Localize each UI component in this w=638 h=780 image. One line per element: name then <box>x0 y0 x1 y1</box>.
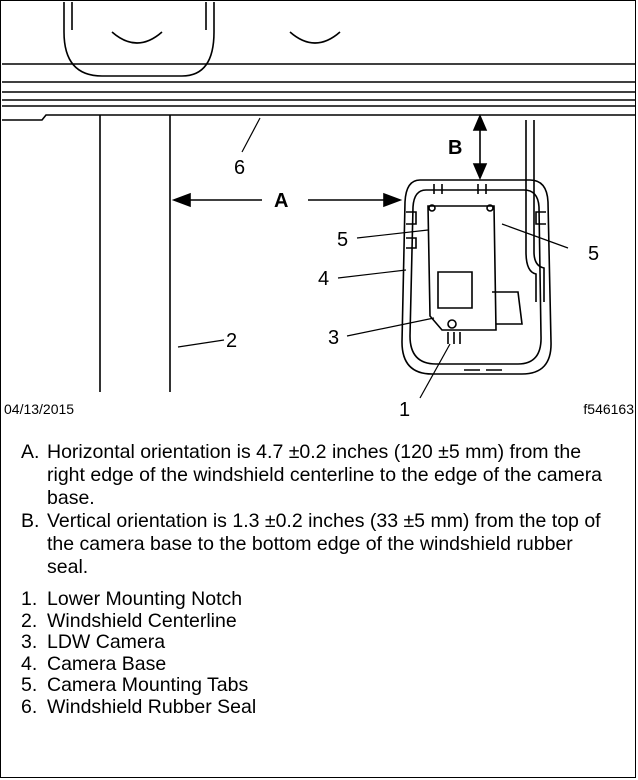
legend-key: A. <box>21 441 40 463</box>
figure-id: f546163 <box>583 401 634 417</box>
legend-key: 3. <box>21 631 38 653</box>
legend-text: LDW Camera <box>47 631 166 653</box>
legend-item-3: 3. LDW Camera <box>1 631 635 654</box>
legend-item-4: 4. Camera Base <box>1 652 635 676</box>
callout-1: 1 <box>399 399 410 421</box>
callout-5-left: 5 <box>337 229 348 251</box>
legend-text: Vertical orientation is 1.3 ±0.2 inches … <box>47 510 601 578</box>
legend-item-6: 6. Windshield Rubber Seal <box>1 695 635 719</box>
callout-4: 4 <box>318 268 329 290</box>
legend-item-2: 2. Windshield Centerline <box>1 609 635 633</box>
legend-text: Horizontal orientation is 4.7 ±0.2 inche… <box>47 441 603 509</box>
legend-key: B. <box>21 510 40 532</box>
legend-key: 4. <box>21 652 38 675</box>
legend-key: 6. <box>21 695 38 718</box>
callout-5-right: 5 <box>588 243 599 265</box>
figure-legend: A. Horizontal orientation is 4.7 ±0.2 in… <box>1 441 635 719</box>
legend-text: Windshield Rubber Seal <box>47 695 257 718</box>
callout-6: 6 <box>234 157 245 179</box>
callout-3: 3 <box>328 327 339 349</box>
legend-item-1: 1. Lower Mounting Notch <box>1 588 635 611</box>
legend-text: Camera Base <box>47 652 167 675</box>
parts-legend: 1. Lower Mounting Notch 2. Windshield Ce… <box>1 588 635 719</box>
callout-b: B <box>448 137 462 159</box>
legend-text: Windshield Centerline <box>47 609 237 632</box>
figure-illustration: A B 6 5 5 4 3 2 1 04/13/2015 f546163 <box>2 2 635 421</box>
camera-installation-figure: A B 6 5 5 4 3 2 1 04/13/2015 f546163 <box>2 2 635 422</box>
legend-item-5: 5. Camera Mounting Tabs <box>1 674 635 697</box>
legend-text: Camera Mounting Tabs <box>47 674 249 696</box>
figure-date: 04/13/2015 <box>4 401 74 417</box>
legend-key: 1. <box>21 588 38 610</box>
legend-item-a: A. Horizontal orientation is 4.7 ±0.2 in… <box>1 441 635 510</box>
callout-a: A <box>274 190 288 212</box>
legend-text: Lower Mounting Notch <box>47 588 243 610</box>
legend-key: 5. <box>21 674 38 696</box>
legend-item-b: B. Vertical orientation is 1.3 ±0.2 inch… <box>1 510 635 579</box>
callout-2: 2 <box>226 330 237 352</box>
legend-key: 2. <box>21 609 38 632</box>
dimension-legend: A. Horizontal orientation is 4.7 ±0.2 in… <box>1 441 635 579</box>
